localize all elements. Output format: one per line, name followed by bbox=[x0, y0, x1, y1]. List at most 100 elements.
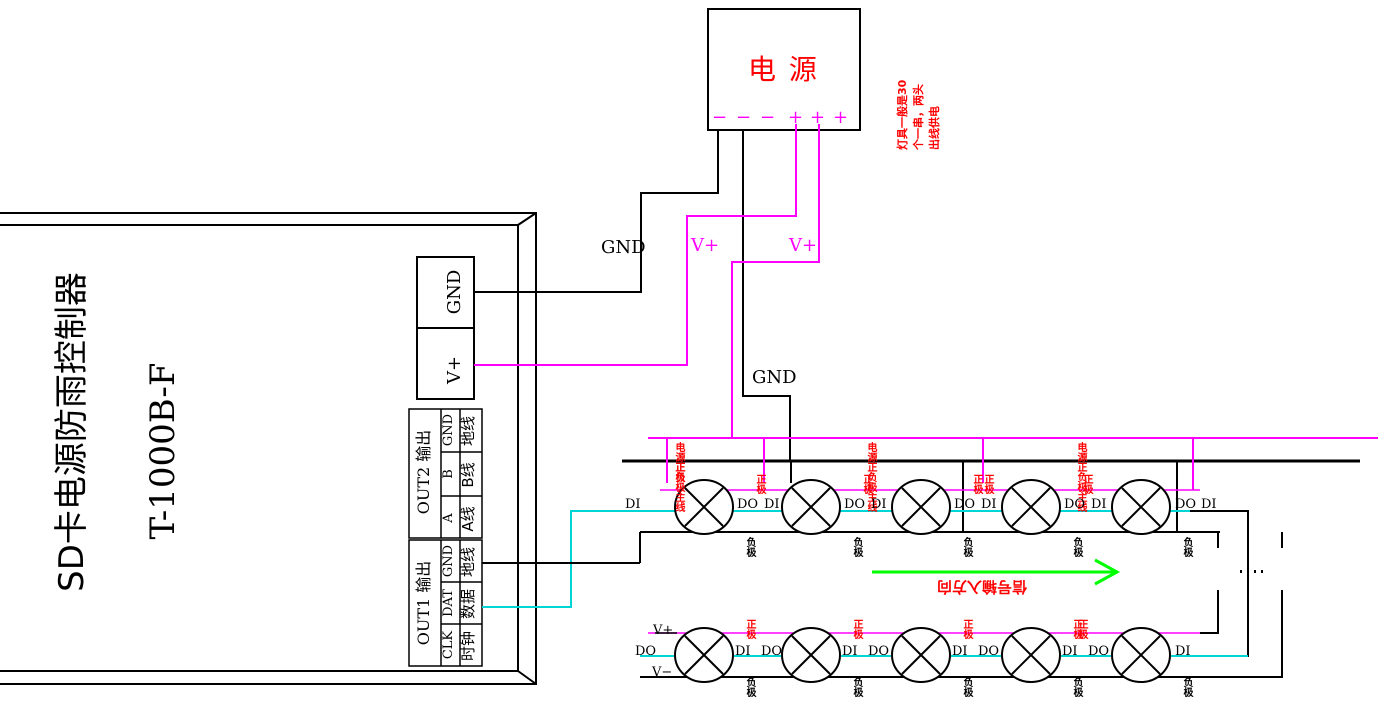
top-do-2: DO bbox=[844, 497, 866, 512]
bottom-di-2: DI bbox=[842, 644, 858, 659]
bottom-neg-2: 负极 bbox=[851, 677, 862, 697]
out2-pin-a: A bbox=[441, 513, 456, 523]
out1-pin-gnd: GND bbox=[441, 544, 456, 578]
top-di-4: DI bbox=[981, 497, 997, 512]
vplus-wire-controller bbox=[474, 124, 797, 366]
led-node-bottom-5 bbox=[1111, 627, 1171, 683]
top-neg-5: 负极 bbox=[1181, 537, 1192, 557]
top-di-5: DI bbox=[1091, 497, 1107, 512]
top-do-1: DO bbox=[737, 497, 759, 512]
bottom-di-1: DI bbox=[735, 644, 751, 659]
continuation-dots bbox=[1240, 570, 1263, 573]
top-do-4: DO bbox=[1064, 497, 1086, 512]
power-supply-title: 电 源 bbox=[748, 53, 819, 86]
led-row-top bbox=[674, 479, 1171, 535]
out1-pin-clk: CLK bbox=[441, 630, 456, 660]
bottom-pos-2: 正极 bbox=[851, 619, 862, 639]
out2-pin-gnd: GND bbox=[441, 413, 456, 447]
psu-neg-1: − bbox=[712, 107, 728, 128]
top-pos-1: 正极 bbox=[754, 474, 765, 494]
bottom-vplus-label: V+ bbox=[653, 623, 674, 638]
bottom-neg-1: 负极 bbox=[744, 677, 755, 697]
power-supply-box bbox=[707, 8, 861, 131]
controller-box bbox=[0, 212, 537, 685]
led-node-bottom-4 bbox=[1001, 627, 1061, 683]
gnd-wire-strip bbox=[742, 130, 791, 461]
power-note-line3: 出线供电 bbox=[928, 106, 941, 150]
wire-label-vplus-2: V+ bbox=[789, 235, 818, 256]
out2-name: OUT2 输出 bbox=[414, 429, 433, 515]
top-do-3: DO bbox=[954, 497, 976, 512]
positive-taps bbox=[666, 438, 1194, 490]
top-di-2: DI bbox=[764, 497, 780, 512]
wire-label-gnd-2: GND bbox=[752, 367, 797, 388]
top-pos-0: 正极 bbox=[673, 462, 684, 482]
bottom-do-4: DO bbox=[978, 644, 1000, 659]
led-row-bottom bbox=[674, 627, 1171, 683]
top-di-out: DI bbox=[1201, 497, 1217, 512]
led-node-top-1 bbox=[674, 479, 734, 535]
top-pos-5: 正极 bbox=[982, 474, 993, 494]
top-di-3: DI bbox=[871, 497, 887, 512]
main-line-label-3: 电源正负极主线 bbox=[1075, 442, 1086, 512]
out2-wire-gnd: 地线 bbox=[459, 416, 477, 447]
led-node-bottom-3 bbox=[891, 627, 951, 683]
data-wire bbox=[482, 510, 676, 608]
main-line-label-1: 电源正负极主线 bbox=[673, 442, 684, 512]
bottom-pos-1: 正极 bbox=[744, 619, 755, 639]
led-node-bottom-2 bbox=[781, 627, 841, 683]
power-note-line1: 灯具一般是30 bbox=[896, 79, 909, 150]
psu-pos-3: + bbox=[833, 107, 849, 128]
bottom-pos-4: 正极 bbox=[1071, 619, 1082, 639]
bottom-vminus-label: V− bbox=[652, 665, 673, 680]
power-note-line2: 个一串，两头 bbox=[912, 84, 925, 150]
signal-direction-arrow bbox=[872, 558, 1121, 586]
psu-neg-2: − bbox=[736, 107, 752, 128]
power-input-vplus-label: V+ bbox=[444, 355, 465, 385]
led-node-top-5 bbox=[1111, 479, 1171, 535]
main-line-label-2: 电源正负极主线 bbox=[865, 442, 876, 512]
psu-neg-3: − bbox=[760, 107, 776, 128]
signal-direction-label: 信号输入方向 bbox=[937, 578, 1028, 596]
out2-wire-a: A线 bbox=[459, 506, 477, 532]
bottom-pos-5: 正极 bbox=[1076, 619, 1087, 639]
top-pos-4: 正极 bbox=[1081, 474, 1092, 494]
controller-model: T-1000B-F bbox=[143, 362, 183, 540]
out1-terminal bbox=[408, 539, 483, 667]
bottom-do-3: DO bbox=[868, 644, 890, 659]
top-do-out: DO bbox=[1175, 497, 1197, 512]
bottom-do-2: DO bbox=[761, 644, 783, 659]
psu-pos-2: + bbox=[810, 107, 826, 128]
out1-wire-clk: 时钟 bbox=[459, 631, 477, 662]
out2-pin-b: B bbox=[441, 469, 456, 479]
top-neg-3: 负极 bbox=[961, 537, 972, 557]
out1-name: OUT1 输出 bbox=[414, 560, 433, 646]
top-di-in: DI bbox=[625, 497, 641, 512]
out2-wire-b: B线 bbox=[459, 462, 477, 488]
bottom-neg-5: 负极 bbox=[1181, 677, 1192, 697]
gnd-wire-controller bbox=[474, 130, 719, 293]
top-neg-1: 负极 bbox=[744, 537, 755, 557]
bottom-neg-4: 负极 bbox=[1071, 677, 1082, 697]
power-input-gnd-label: GND bbox=[444, 269, 465, 315]
top-neg-4: 负极 bbox=[1071, 537, 1082, 557]
wire-label-vplus-1: V+ bbox=[691, 235, 720, 256]
led-node-top-2 bbox=[781, 479, 841, 535]
bottom-di-last: DI bbox=[1175, 644, 1191, 659]
bottom-neg-3: 负极 bbox=[961, 677, 972, 697]
out1-pin-dat: DAT bbox=[441, 589, 456, 617]
bottom-pos-3: 正极 bbox=[961, 619, 972, 639]
bottom-di-4: DI bbox=[1062, 644, 1078, 659]
wire-label-gnd-1: GND bbox=[601, 237, 646, 258]
vplus-wire-strip bbox=[731, 124, 820, 438]
bottom-do-label: DO bbox=[635, 644, 657, 659]
psu-pos-1: + bbox=[788, 107, 804, 128]
top-neg-2: 负极 bbox=[851, 537, 862, 557]
led-node-top-4 bbox=[1001, 479, 1061, 535]
power-input-terminal bbox=[416, 256, 475, 400]
led-node-bottom-1 bbox=[674, 627, 734, 683]
top-pos-3: 正极 bbox=[971, 474, 982, 494]
bottom-do-5: DO bbox=[1088, 644, 1110, 659]
